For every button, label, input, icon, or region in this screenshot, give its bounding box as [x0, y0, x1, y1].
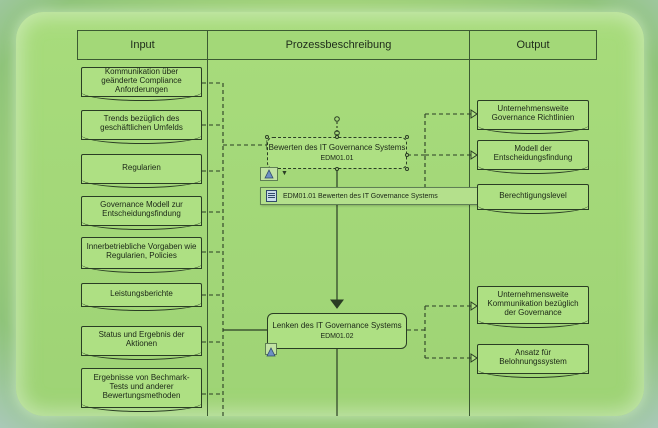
input-doc-8[interactable]: Ergebnisse von Bechmark-Tests und andere…: [81, 368, 202, 412]
lane-divider-right: [469, 60, 470, 416]
selection-handle[interactable]: [265, 135, 269, 139]
process-box-direct[interactable]: Lenken des IT Governance Systems EDM01.0…: [267, 313, 407, 349]
lane-divider-left: [207, 60, 208, 416]
shape-icon[interactable]: [265, 343, 277, 357]
tooltip-text: EDM01.01 Bewerten des IT Governance Syst…: [283, 192, 438, 200]
output-doc-2[interactable]: Modell der Entscheidungsfindung: [477, 140, 589, 174]
input-doc-5[interactable]: Innerbetriebliche Vorgaben wie Regularie…: [81, 237, 202, 273]
process-diagram: Input Prozessbeschreibung Output: [77, 30, 597, 416]
output-doc-1[interactable]: Unternehmensweite Governance Richtlinien: [477, 100, 589, 134]
shape-menu-button[interactable]: [260, 167, 278, 181]
selection-handle[interactable]: [405, 167, 409, 171]
input-doc-2[interactable]: Trends bezüglich des geschäftlichen Umfe…: [81, 110, 202, 144]
column-header-output: Output: [469, 30, 597, 60]
process-title: Bewerten des IT Governance Systems: [268, 143, 406, 152]
input-doc-3[interactable]: Regularien: [81, 154, 202, 188]
column-header-input: Input: [77, 30, 208, 60]
output-doc-5[interactable]: Ansatz für Belohnungssystem: [477, 344, 589, 378]
process-code: EDM01.02: [320, 333, 354, 340]
selection-handle[interactable]: [405, 135, 409, 139]
selection-handle[interactable]: [335, 135, 339, 139]
process-tooltip: EDM01.01 Bewerten des IT Governance Syst…: [260, 187, 487, 205]
selection-handle[interactable]: [405, 153, 409, 157]
input-doc-7[interactable]: Status und Ergebnis der Aktionen: [81, 326, 202, 360]
process-title: Lenken des IT Governance Systems: [272, 321, 402, 330]
output-doc-3[interactable]: Berechtigungslevel: [477, 184, 589, 214]
document-icon: [266, 190, 277, 202]
selection-handle[interactable]: [335, 167, 339, 171]
shape-icon: [264, 169, 274, 179]
triangle-icon: [266, 347, 276, 357]
chevron-down-icon[interactable]: ▼: [281, 170, 288, 177]
input-doc-6[interactable]: Leistungsberichte: [81, 283, 202, 311]
column-header-process: Prozessbeschreibung: [207, 30, 470, 60]
input-doc-4[interactable]: Governance Modell zur Entscheidungsfindu…: [81, 196, 202, 230]
input-doc-1[interactable]: Kommunikation über geänderte Compliance …: [81, 67, 202, 101]
process-box-evaluate[interactable]: Bewerten des IT Governance Systems EDM01…: [267, 137, 407, 169]
output-doc-4[interactable]: Unternehmensweite Kommunikation bezüglic…: [477, 286, 589, 328]
process-code: EDM01.01: [320, 155, 354, 162]
